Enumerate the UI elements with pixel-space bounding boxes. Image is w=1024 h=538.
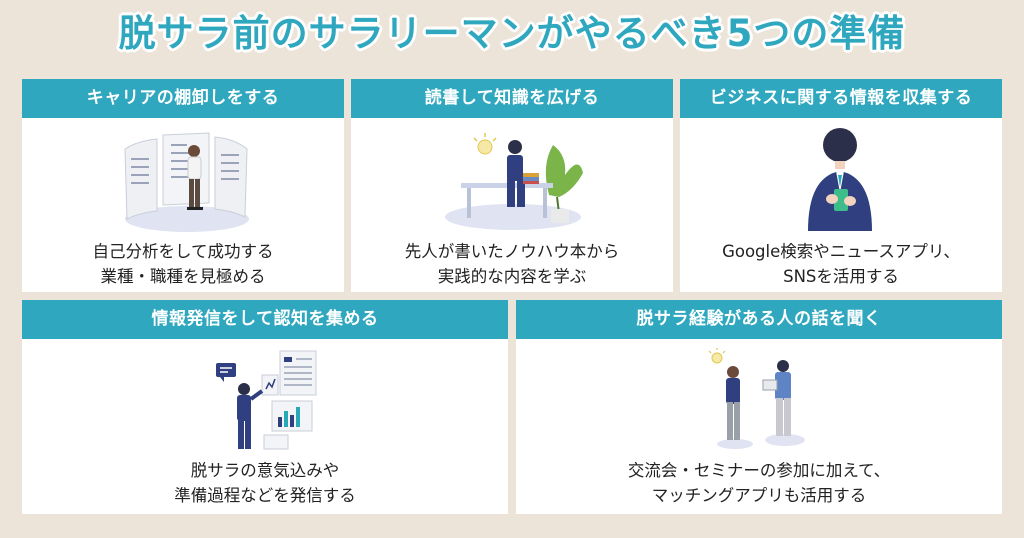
person-with-panels-illustration xyxy=(124,132,249,232)
card-reading: 読書して知識を広げる 先人が書いたノウハウ本から 実践的な内容を学ぶ xyxy=(351,79,673,292)
card-career-inventory: キャリアの棚卸しをする 自己分析をして成功する 業種・職種を見極める xyxy=(22,79,344,292)
card-heading: 読書して知識を広げる xyxy=(351,79,673,118)
card-description: Google検索やニュースアプリ、 SNSを活用する xyxy=(722,242,960,286)
card-description: 自己分析をして成功する 業種・職種を見極める xyxy=(92,242,274,286)
card-description: 交流会・セミナーの参加に加えて、 マッチングアプリも活用する xyxy=(627,461,891,505)
page-title: 脱サラ前のサラリーマンがやるべき5つの準備 xyxy=(118,12,906,55)
card-info-gathering: ビジネスに関する情報を収集する Google検索やニュースアプリ、 SNSを活用… xyxy=(680,79,1002,292)
person-reading-at-desk-illustration xyxy=(445,133,583,230)
card-description: 脱サラの意気込みや 準備過程などを発信する xyxy=(174,461,356,505)
card-heading: ビジネスに関する情報を収集する xyxy=(680,79,1002,118)
card-heading: キャリアの棚卸しをする xyxy=(22,79,344,118)
two-people-talking-illustration xyxy=(708,348,805,449)
card-heading: 情報発信をして認知を集める xyxy=(22,300,508,339)
card-heading: 脱サラ経験がある人の話を聞く xyxy=(516,300,1002,339)
card-information-output: 情報発信をして認知を集める 脱サラの意気込みや 準備過程などを発信する xyxy=(22,300,508,514)
card-description: 先人が書いたノウハウ本から 実践的な内容を学ぶ xyxy=(404,242,620,286)
person-with-smartphone-illustration xyxy=(808,128,872,231)
card-talk-to-experienced: 脱サラ経験がある人の話を聞く 交流会・セミナーの参加に加えて、 マッチングアプリ… xyxy=(516,300,1002,514)
person-presenting-charts-illustration xyxy=(216,350,317,450)
